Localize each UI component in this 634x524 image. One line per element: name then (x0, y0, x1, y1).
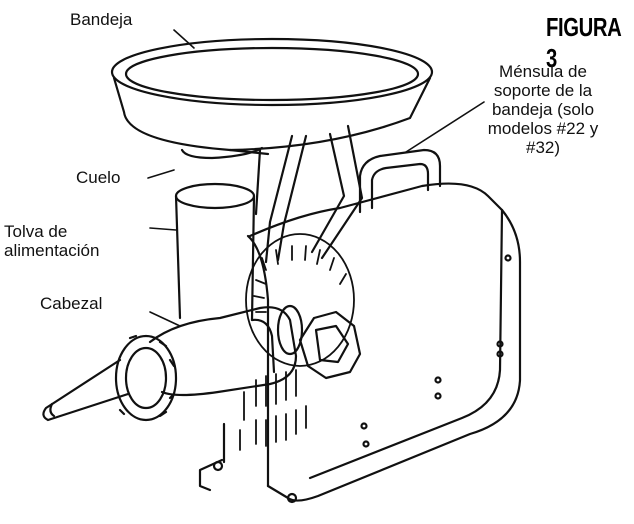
feed-tube-shape (174, 182, 256, 322)
tray-shape (110, 37, 434, 156)
label-tray-bracket-line: Ménsula de (499, 62, 587, 81)
figure-title: FIGURA 3 (546, 12, 621, 73)
label-tray-bracket-line: soporte de la (493, 81, 593, 100)
head-shape (148, 304, 304, 397)
label-feed-tube-line: Tolva de (4, 222, 68, 241)
knob-shape (298, 310, 362, 380)
label-head: Cabezal (40, 294, 103, 313)
stuffing-tube-shape (42, 358, 130, 422)
label-feed-tube-line: alimentación (4, 241, 100, 260)
handle-shape (358, 148, 442, 214)
tray-bracket-shape (264, 124, 364, 264)
label-tray-bracket-line: modelos #22 y (487, 119, 599, 138)
label-tray-bracket: Ménsula de soporte de la bandeja (solo m… (458, 62, 628, 157)
leader-lines (147, 29, 485, 327)
label-tray-bracket-line: #32) (525, 138, 561, 157)
label-neck: Cuelo (76, 168, 121, 187)
label-feed-tube: Tolva de alimentación (4, 222, 99, 260)
collar-ring-shape (114, 334, 178, 422)
motor-body-shape (198, 182, 522, 504)
label-tray-bracket-line: bandeja (solo (491, 100, 595, 119)
neck-shape (180, 146, 264, 216)
label-tray: Bandeja (70, 10, 133, 29)
lower-vent-shape (239, 369, 307, 451)
vent-plate-shape (245, 233, 355, 367)
